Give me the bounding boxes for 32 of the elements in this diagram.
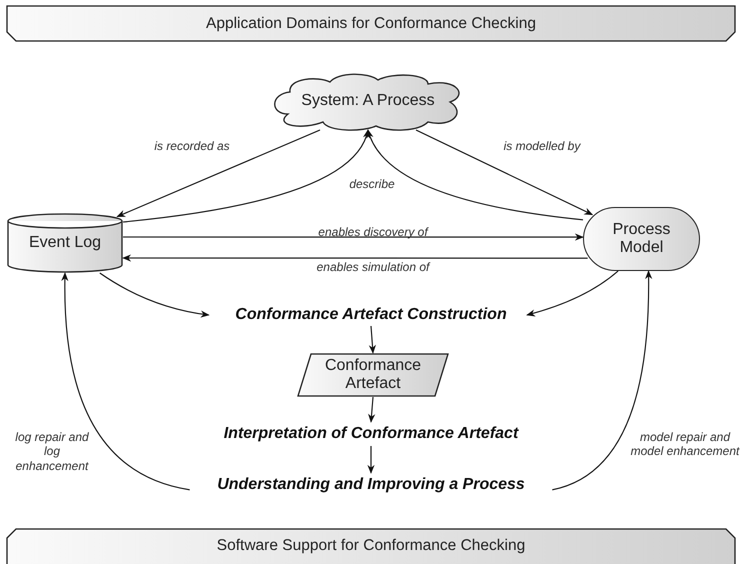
- node-label: Event Log: [28, 234, 102, 252]
- arrow: [123, 233, 584, 241]
- banner-title: Application Domains for Conformance Checking: [205, 14, 537, 32]
- arrow: [526, 270, 618, 316]
- banner-band: [6, 5, 736, 42]
- arrow: [116, 130, 320, 218]
- edge-label: log repair and log enhancement: [14, 430, 90, 474]
- step-text: Interpretation of Conformance Artefact: [200, 422, 542, 446]
- node-label: System: A Process: [300, 92, 436, 110]
- node-label: Conformance Artefact: [324, 357, 422, 393]
- arrow: [122, 129, 369, 223]
- arrow: [368, 396, 376, 423]
- edge-label: model repair and model enhancement: [630, 430, 741, 459]
- rounded-box: [583, 207, 700, 271]
- parallelogram-box: [297, 353, 449, 397]
- database-cylinder: [7, 213, 123, 273]
- edge-label: describe: [348, 177, 396, 192]
- arrow: [367, 129, 584, 220]
- step-text: Conformance Artefact Construction: [215, 304, 527, 326]
- banner-title: Software Support for Conformance Checking: [216, 537, 526, 555]
- edge-label: enables discovery of: [317, 225, 430, 240]
- edge-label: enables simulation of: [316, 260, 432, 274]
- arrow: [367, 446, 375, 474]
- arrow: [100, 272, 210, 318]
- step-text: Understanding and Improving a Process: [200, 473, 542, 497]
- arrow: [368, 326, 376, 354]
- banner-band: [6, 528, 736, 564]
- arrow: [122, 254, 588, 262]
- node-label: Process Model: [612, 221, 672, 257]
- arrow: [61, 272, 190, 490]
- arrow: [552, 270, 652, 490]
- arrow: [416, 130, 594, 216]
